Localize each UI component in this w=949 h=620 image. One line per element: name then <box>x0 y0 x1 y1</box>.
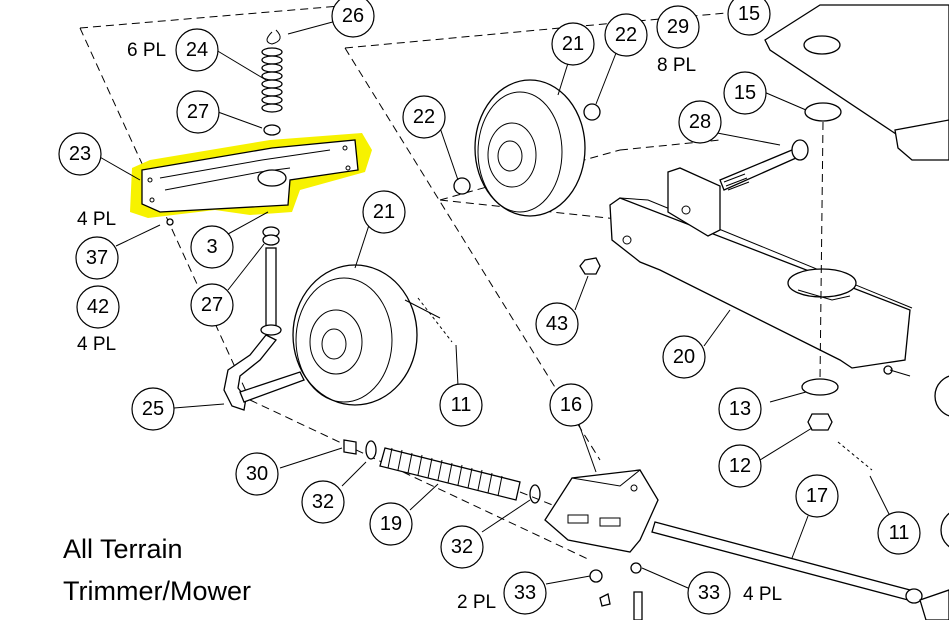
callout-16: 16 <box>549 383 593 427</box>
callout-label: 37 <box>86 247 108 269</box>
callout-label: 19 <box>380 513 402 535</box>
callout-22-right: 22 <box>604 13 648 57</box>
callout-25: 25 <box>131 387 175 431</box>
callout-label: 11 <box>889 522 910 544</box>
qty-note-4pl: 4 PL <box>743 584 782 605</box>
callout-11-left: 11 <box>439 383 483 427</box>
callout-3: 3 <box>190 225 234 269</box>
callout-label: 29 <box>667 16 689 38</box>
callout-22-left: 22 <box>402 95 446 139</box>
callout-label: 21 <box>373 201 395 223</box>
callout-label: 12 <box>729 455 751 477</box>
callout-label: 43 <box>546 313 568 335</box>
diagram-title-line-2: Trimmer/Mower <box>63 576 251 606</box>
main-beam-part <box>609 167 913 369</box>
callout-label: 42 <box>87 296 109 318</box>
callout-label: 25 <box>142 398 164 420</box>
callout-12: 12 <box>718 444 762 488</box>
callout-24: 24 <box>175 28 219 72</box>
callout-label: 20 <box>673 346 695 368</box>
diagram-title-line-1: All Terrain <box>63 534 183 564</box>
qty-note-8pl: 8 PL <box>657 55 696 76</box>
caster-spring-stack <box>261 29 283 246</box>
callout-label: 23 <box>69 143 91 165</box>
bolt-part <box>719 139 809 191</box>
callout-32-left: 32 <box>301 480 345 524</box>
callout-30: 30 <box>235 452 279 496</box>
extension-spring-part <box>343 439 591 521</box>
callout-33-left: 33 <box>503 571 547 615</box>
callout-label: 21 <box>562 33 584 55</box>
assembly-boundary-lines <box>79 5 761 561</box>
callout-26: 26 <box>331 0 375 38</box>
callout-label: 16 <box>560 394 582 416</box>
callout-label: 33 <box>514 582 536 604</box>
callout-label: 28 <box>689 111 711 133</box>
callout-43: 43 <box>535 302 579 346</box>
callout-label: 33 <box>698 582 720 604</box>
callout-label: 32 <box>451 536 473 558</box>
callout-33-right: 33 <box>687 571 731 615</box>
callout-label: 11 <box>451 394 472 416</box>
caster-fork-part <box>223 247 305 411</box>
callout-label: 27 <box>187 101 209 123</box>
callout-label: 3 <box>206 236 217 258</box>
pin-parts <box>166 218 873 471</box>
callout-label: 26 <box>342 5 364 27</box>
callout-28: 28 <box>678 100 722 144</box>
callout-27-upper: 27 <box>176 90 220 134</box>
callout-15-top: 15 <box>727 0 771 36</box>
yoke-plate-part <box>141 139 359 213</box>
callout-13: 13 <box>718 387 762 431</box>
callout-label: 22 <box>615 24 637 46</box>
callout-label: 30 <box>246 463 268 485</box>
callout-32-right: 32 <box>440 525 484 569</box>
qty-note-2pl: 2 PL <box>457 592 496 613</box>
callout-15-middle: 15 <box>723 71 767 115</box>
callout-20: 20 <box>662 335 706 379</box>
callout-label: 15 <box>734 82 756 104</box>
callout-label: 17 <box>806 485 828 507</box>
callout-27-lower: 27 <box>190 283 234 327</box>
pivot-bracket-part <box>544 469 949 620</box>
top-bracket-part <box>764 4 949 381</box>
qty-note-6pl: 6 PL <box>127 40 166 61</box>
callout-partial-right <box>934 375 949 548</box>
callout-17: 17 <box>795 474 839 518</box>
callout-19: 19 <box>369 502 413 546</box>
callout-label: 32 <box>312 491 334 513</box>
wheel-upper-part <box>453 79 601 217</box>
callout-21-lower: 21 <box>362 190 406 234</box>
callout-label: 22 <box>413 106 435 128</box>
leader-lines <box>97 19 911 589</box>
washer-nut-parts <box>579 257 893 431</box>
callout-42: 42 <box>76 285 120 329</box>
callout-label: 13 <box>729 398 751 420</box>
callout-label: 24 <box>186 39 208 61</box>
callout-29: 29 <box>656 5 700 49</box>
callout-21-upper: 21 <box>551 22 595 66</box>
callout-label: 15 <box>738 3 760 25</box>
callout-23: 23 <box>58 132 102 176</box>
wheel-lower-part <box>292 264 441 406</box>
callout-label: 27 <box>201 294 223 316</box>
qty-note-4pl: 4 PL <box>77 334 116 355</box>
callout-11-right: 11 <box>877 511 921 555</box>
callout-37: 37 <box>75 236 119 280</box>
qty-note-4pl: 4 PL <box>77 209 116 230</box>
